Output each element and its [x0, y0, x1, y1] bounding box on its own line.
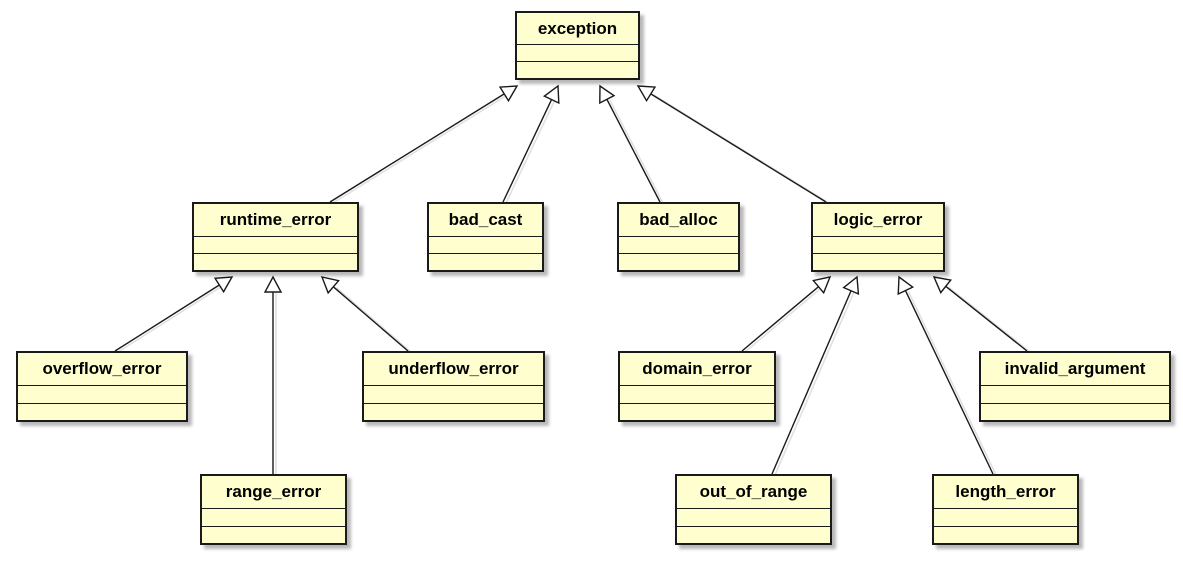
attributes-compartment [677, 508, 830, 525]
attributes-compartment [194, 235, 357, 253]
class-name: out_of_range [699, 482, 808, 502]
class-invalid-argument: invalid_argument [979, 351, 1171, 422]
class-name: underflow_error [388, 359, 519, 379]
attributes-compartment [517, 44, 638, 61]
hollow-triangle-arrowhead [320, 276, 340, 295]
edge-shadow [117, 285, 223, 353]
hollow-triangle-arrowhead [542, 84, 560, 105]
generalization-edge-runtime-error [329, 85, 519, 204]
class-out-of-range: out_of_range [675, 474, 832, 545]
edge-shadow [948, 286, 1031, 353]
generalization-edge-domain-error [741, 276, 832, 353]
generalization-edge-bad-cast [502, 84, 560, 204]
hollow-triangle-arrowhead [498, 85, 519, 103]
edge-shadow [332, 94, 508, 204]
generalization-edge-underflow-error [320, 276, 412, 353]
methods-compartment [981, 402, 1169, 420]
edge-line [606, 99, 661, 203]
class-name: range_error [225, 482, 322, 502]
class-logic-error: logic_error [811, 202, 945, 272]
hollow-triangle-arrowhead [897, 275, 915, 296]
hollow-triangle-arrowhead [932, 276, 952, 294]
class-underflow-error: underflow_error [362, 351, 545, 422]
edge-shadow [609, 99, 664, 204]
class-name: overflow_error [42, 359, 162, 379]
attributes-compartment [619, 235, 738, 253]
class-range-error: range_error [200, 474, 347, 545]
class-overflow-error: overflow_error [16, 351, 188, 422]
edge-line [904, 290, 994, 475]
methods-compartment [429, 252, 542, 270]
edge-shadow [335, 287, 412, 353]
generalization-edge-overflow-error [114, 276, 234, 353]
edge-line [945, 285, 1028, 352]
class-exception: exception [515, 11, 640, 80]
edge-shadow [505, 100, 556, 204]
edge-shadow [907, 291, 997, 476]
edge-line [329, 93, 505, 203]
attributes-compartment [620, 385, 774, 402]
methods-compartment [364, 402, 543, 420]
hollow-triangle-arrowhead [842, 275, 860, 296]
edge-line [114, 284, 220, 352]
edge-shadow [653, 94, 830, 204]
methods-compartment [194, 252, 357, 270]
hollow-triangle-arrowhead [599, 84, 616, 105]
methods-compartment [620, 402, 774, 420]
generalization-edge-bad-alloc [599, 84, 664, 204]
hollow-triangle-arrowhead [636, 85, 657, 103]
class-name: exception [537, 18, 618, 38]
attributes-compartment [934, 508, 1077, 525]
methods-compartment [517, 61, 638, 78]
generalization-edge-out-of-range [771, 275, 860, 476]
hollow-triangle-arrowhead [812, 276, 832, 295]
hollow-triangle-arrowhead [213, 276, 234, 294]
class-name: invalid_argument [1004, 359, 1146, 379]
edge-shadow [774, 291, 855, 476]
attributes-compartment [18, 385, 186, 402]
edge-line [650, 93, 827, 203]
class-name: logic_error [833, 209, 923, 229]
methods-compartment [18, 402, 186, 420]
hollow-triangle-arrowhead [263, 275, 283, 293]
attributes-compartment [813, 235, 943, 253]
methods-compartment [934, 525, 1077, 543]
class-name: domain_error [642, 359, 752, 379]
methods-compartment [202, 525, 345, 543]
attributes-compartment [429, 235, 542, 253]
class-name: runtime_error [219, 209, 332, 229]
edge-line [741, 286, 819, 352]
methods-compartment [813, 252, 943, 270]
generalization-edge-logic-error [636, 85, 830, 204]
class-length-error: length_error [932, 474, 1079, 545]
class-domain-error: domain_error [618, 351, 776, 422]
class-bad-alloc: bad_alloc [617, 202, 740, 272]
edge-line [332, 286, 409, 352]
edge-shadow [744, 287, 823, 353]
class-runtime-error: runtime_error [192, 202, 359, 272]
edge-line [502, 99, 553, 203]
methods-compartment [677, 525, 830, 543]
generalization-edge-invalid-argument [932, 276, 1031, 353]
class-name: bad_alloc [639, 209, 718, 229]
methods-compartment [619, 252, 738, 270]
generalization-edge-length-error [897, 275, 997, 476]
generalization-edge-range-error [263, 275, 283, 475]
class-name: bad_cast [448, 209, 523, 229]
class-name: length_error [955, 482, 1056, 502]
edge-line [771, 290, 852, 475]
attributes-compartment [202, 508, 345, 525]
class-bad-cast: bad_cast [427, 202, 544, 272]
attributes-compartment [981, 385, 1169, 402]
attributes-compartment [364, 385, 543, 402]
